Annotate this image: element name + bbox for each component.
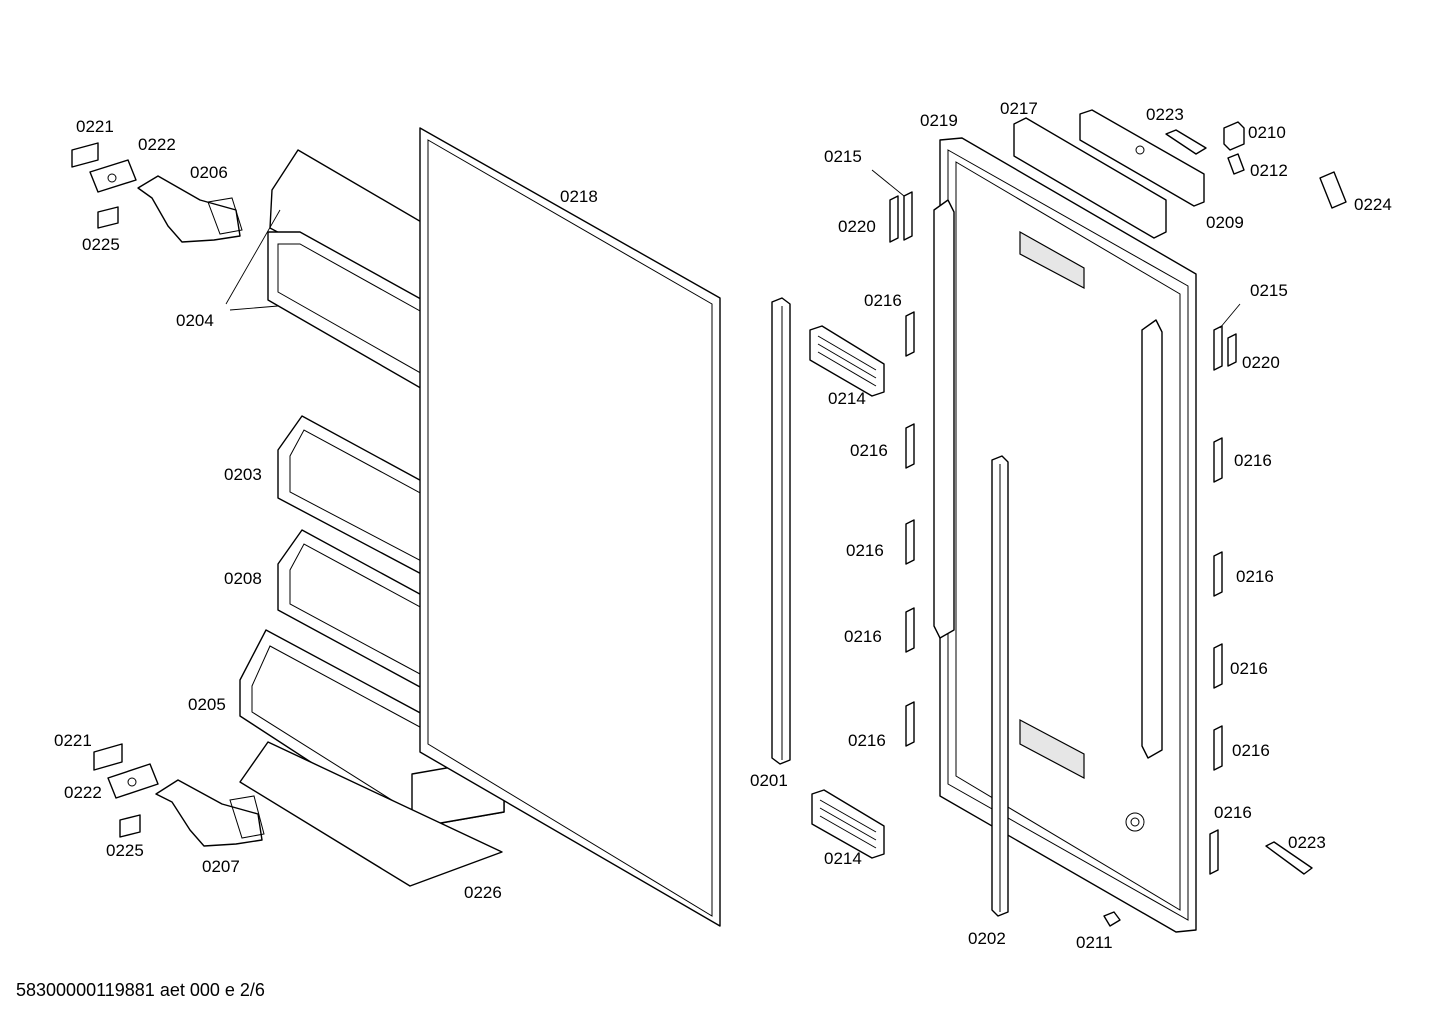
vent-grille-0214-bottom (811, 789, 885, 859)
exploded-parts-diagram: 0221 0222 0206 0225 0204 0218 0203 0208 … (54, 99, 1392, 952)
label-0225-bottom: 0225 (106, 841, 144, 860)
label-0220-left: 0220 (838, 217, 876, 236)
plate-0223-bottom (1265, 841, 1313, 875)
profile-strip-0201 (771, 297, 791, 765)
label-0207: 0207 (202, 857, 240, 876)
label-0216-l1: 0216 (864, 291, 902, 310)
label-0222-top: 0222 (138, 135, 176, 154)
label-0219: 0219 (920, 111, 958, 130)
part-0210 (1223, 121, 1245, 151)
door-brackets-right (1209, 303, 1241, 875)
label-0223-bottom: 0223 (1288, 833, 1326, 852)
label-0215-right: 0215 (1250, 281, 1288, 300)
door-gasket-0218 (419, 127, 721, 927)
label-0225-top: 0225 (82, 235, 120, 254)
label-0203: 0203 (224, 465, 262, 484)
bracket-0209 (1079, 109, 1205, 207)
hinge-assembly-top (71, 142, 243, 243)
clip-0211 (1103, 911, 1121, 927)
label-0202: 0202 (968, 929, 1006, 948)
label-0216-r5: 0216 (1214, 803, 1252, 822)
label-0218: 0218 (560, 187, 598, 206)
label-0221-bottom: 0221 (54, 731, 92, 750)
label-0204: 0204 (176, 311, 214, 330)
label-0214-bottom: 0214 (824, 849, 862, 868)
label-0220-right: 0220 (1242, 353, 1280, 372)
label-0209: 0209 (1206, 213, 1244, 232)
label-0211: 0211 (1076, 933, 1113, 952)
label-0215-left: 0215 (824, 147, 862, 166)
door-inner-panel-0219 (933, 137, 1197, 933)
label-0216-l2: 0216 (850, 441, 888, 460)
label-0223-top: 0223 (1146, 105, 1184, 124)
label-0221-top: 0221 (76, 117, 114, 136)
document-id: 58300000119881 aet 000 e 2/6 (16, 980, 265, 1000)
vent-grille-0214-top (809, 325, 885, 397)
label-0216-l5: 0216 (848, 731, 886, 750)
label-0214-top: 0214 (828, 389, 866, 408)
label-0205: 0205 (188, 695, 226, 714)
label-0206: 0206 (190, 163, 228, 182)
cover-0217 (1013, 117, 1167, 239)
label-0201: 0201 (750, 771, 788, 790)
part-0212 (1227, 153, 1245, 175)
label-0226: 0226 (464, 883, 502, 902)
label-0224: 0224 (1354, 195, 1392, 214)
label-0210: 0210 (1248, 123, 1286, 142)
plate-0223-top (1165, 129, 1207, 155)
door-brackets-left (871, 169, 915, 747)
label-0212: 0212 (1250, 161, 1288, 180)
hinge-assembly-bottom (93, 743, 265, 847)
film-sheet-0226 (239, 741, 503, 887)
profile-strip-0202 (991, 455, 1009, 917)
label-0216-r4: 0216 (1232, 741, 1270, 760)
label-0216-l4: 0216 (844, 627, 882, 646)
label-0217: 0217 (1000, 99, 1038, 118)
label-0216-l3: 0216 (846, 541, 884, 560)
plate-0224 (1319, 171, 1347, 209)
label-0216-r2: 0216 (1236, 567, 1274, 586)
label-0216-r1: 0216 (1234, 451, 1272, 470)
label-0216-r3: 0216 (1230, 659, 1268, 678)
label-0222-bottom: 0222 (64, 783, 102, 802)
label-0208: 0208 (224, 569, 262, 588)
